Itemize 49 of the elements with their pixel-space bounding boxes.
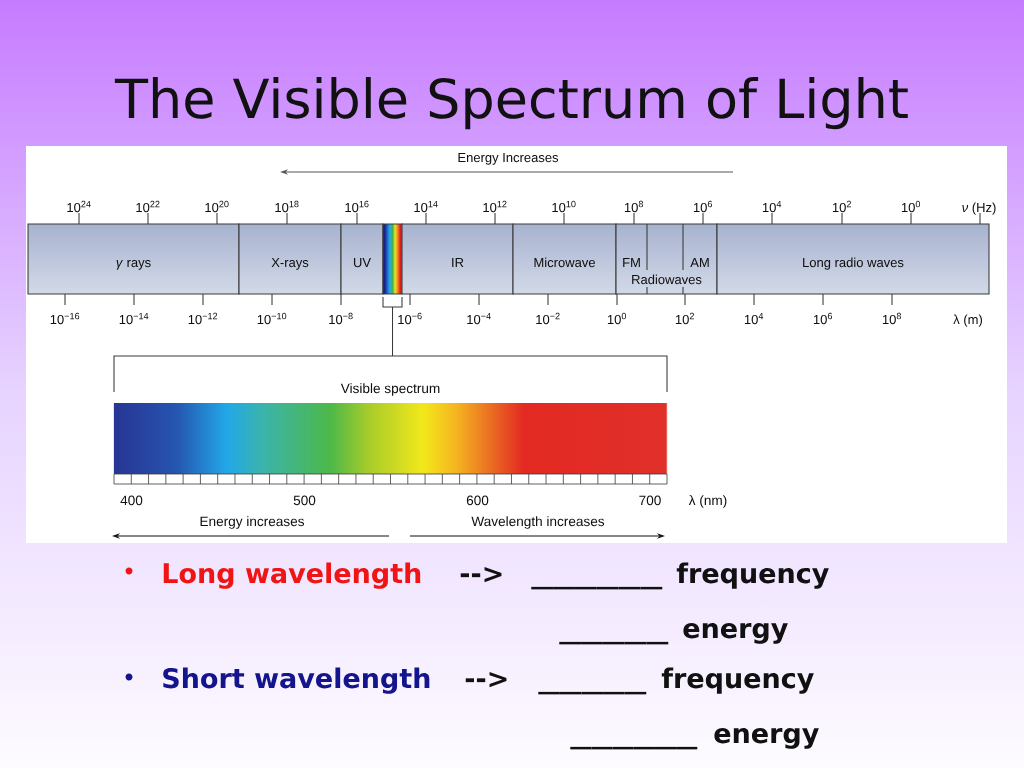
bullet-text: energy (714, 727, 819, 749)
tick-label: 10$^{−2}$ (536, 312, 560, 325)
tick-label: 10$^{−4}$ (467, 312, 491, 325)
tick-label: 10$^{−8}$ (329, 312, 353, 325)
tick-label: 600 (466, 495, 489, 506)
spectrum-band: Microwave (512, 223, 617, 295)
tick-label: 400 (120, 495, 143, 506)
tick-label: 10$^{2}$ (675, 312, 694, 325)
band-compartment: FM (623, 223, 648, 271)
bullet-text: frequency (661, 667, 814, 694)
tick-label: 10$^{20}$ (205, 200, 229, 213)
tick-label: 10$^{16}$ (345, 200, 369, 213)
fill-in-line: _____ (559, 641, 669, 645)
bullet-text: Long wavelength (163, 562, 421, 589)
tick-label: 500 (293, 495, 316, 506)
fill-in-line: ______ (570, 746, 698, 750)
tick-label: 10$^{−6}$ (398, 312, 422, 325)
rainbow-strip (382, 223, 403, 295)
tick-label: 700 (639, 495, 661, 506)
bullet-text: frequency (676, 562, 829, 589)
arrow-caption: Energy increases (200, 516, 305, 529)
arrow-caption: Energy Increases (458, 153, 559, 165)
fill-in-line: _____ (538, 691, 647, 695)
tick-label: 10$^{−14}$ (119, 312, 149, 325)
axis-unit: λ (m) (953, 314, 982, 327)
tick-label: 10$^{−10}$ (257, 312, 287, 325)
arrow-text: --> (460, 566, 502, 583)
tick-label: 10$^{−12}$ (188, 312, 218, 325)
band-compartment: AM (682, 223, 709, 271)
arrow-text: --> (465, 671, 507, 688)
connector-line (391, 306, 394, 357)
arrow-caption: Wavelength increases (471, 516, 605, 529)
tick-label: 10$^{14}$ (414, 200, 438, 213)
tick-label: 10$^{12}$ (483, 200, 507, 213)
tick-label: 10$^{0}$ (607, 312, 627, 325)
tick-label: 10$^{4}$ (744, 312, 764, 325)
tick-label: 10$^{8}$ (882, 312, 902, 325)
axis-unit: ν (Hz) (962, 202, 996, 215)
bracket-frame: Visible spectrum (113, 355, 668, 396)
axis-unit: λ (nm) (688, 495, 727, 508)
bullet-text: Short wavelength (163, 667, 430, 694)
slide-title: The Visible Spectrum of Light (114, 77, 908, 130)
bullet-text: energy (683, 622, 788, 644)
tick-label: 10$^{6}$ (813, 312, 833, 325)
tick-label: 10$^{18}$ (275, 200, 299, 213)
fill-in-line: ______ (531, 586, 663, 590)
tick-label: 10$^{6}$ (693, 200, 713, 213)
tick-label: 10$^{−16}$ (50, 312, 80, 325)
tick-label: 10$^{8}$ (624, 200, 644, 213)
